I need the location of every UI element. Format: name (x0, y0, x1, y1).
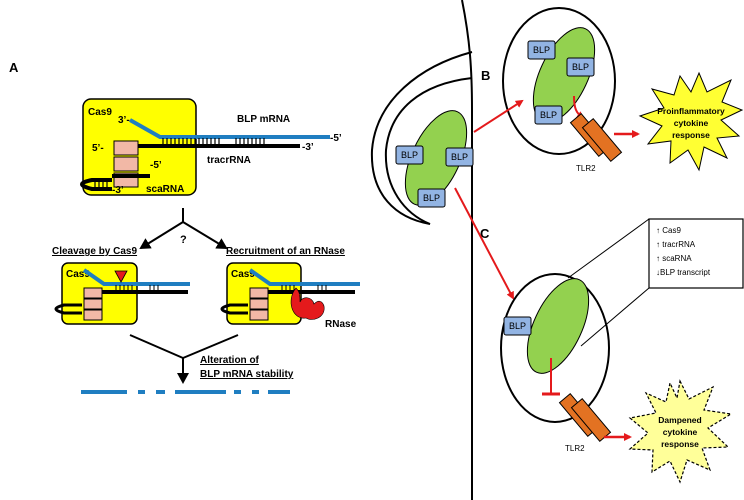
branch-right-arrow (182, 221, 228, 250)
callout-blp-transcript: ↓BLP transcript (656, 268, 711, 277)
blp-box-left-3: BLP (417, 188, 446, 208)
host-membrane (461, 0, 473, 500)
blp-mrna-strand (129, 118, 330, 139)
scarna-label: scaRNA (146, 184, 184, 195)
proinflammatory-line3: response (672, 130, 710, 140)
callout-line-top (567, 218, 650, 279)
rnase-enzyme (290, 287, 325, 320)
blp-box-b-1: BLP (527, 40, 556, 60)
panel-label-b: B (481, 68, 490, 83)
dampened-line1: Dampened (658, 415, 701, 425)
mrna-five-prime-end: -5’ (330, 133, 342, 144)
dampened-burst (628, 379, 733, 484)
proinflammatory-burst (638, 71, 744, 172)
blp-label-left-1: BLP (401, 150, 418, 160)
tracrrna-label: tracrRNA (207, 155, 251, 166)
rnase-mrna (248, 268, 360, 286)
branch-left-arrow (139, 221, 184, 250)
phagocytic-cup (370, 51, 473, 225)
mrna-tracr-pairing (162, 138, 265, 145)
question-mark: ? (180, 234, 187, 246)
callout-box (648, 218, 744, 289)
cleavage-label: Cleavage by Cas9 (52, 246, 137, 257)
rnase-domain-3 (249, 309, 269, 321)
rnase-domain-2 (249, 298, 269, 310)
cleavage-domain-1 (83, 287, 103, 299)
rnase-label: RNase (325, 319, 357, 330)
scarna-pairing (94, 181, 108, 188)
rnase-hairpin (220, 303, 248, 315)
blp-box-left-1: BLP (395, 145, 424, 165)
recruitment-label: Recruitment of an RNase (226, 246, 345, 257)
protein-domain-2 (113, 156, 139, 172)
cleavage-domain-3 (83, 309, 103, 321)
tlr2-label-c: TLR2 (565, 444, 585, 453)
callout-line-bottom (580, 287, 650, 347)
callout-tracrrna: ↑ tracrRNA (656, 240, 696, 249)
tlr2-label-b: TLR2 (576, 164, 596, 173)
cleavage-mrna (82, 268, 190, 286)
blp-label-b-1: BLP (533, 45, 550, 55)
cleavage-hairpin (54, 303, 82, 315)
blp-label-c-1: BLP (509, 321, 526, 331)
dampened-line3: response (661, 439, 699, 449)
tracr-three-end: -3’ (302, 142, 314, 153)
cleavage-site-marker (114, 270, 128, 283)
five-prime-label: 5’- (92, 143, 104, 154)
alteration-line1: Alteration of (200, 355, 260, 366)
callout-scarna: ↑ scaRNA (656, 254, 692, 263)
arrow-to-c (454, 187, 514, 300)
bacterium-c (526, 278, 590, 374)
blp-box-left-2: BLP (445, 147, 474, 167)
cleavage-cas9-label: Cas9 (66, 269, 90, 280)
callout-cas9: ↑ Cas9 (656, 226, 681, 235)
arrow-to-b (473, 99, 524, 133)
rnase-pairing (281, 285, 327, 291)
panel-label-c: C (480, 226, 490, 241)
sca-five-end: -5’ (150, 160, 162, 171)
cleavage-pairing (115, 285, 159, 291)
rnase-cas9-label: Cas9 (231, 269, 255, 280)
cas9-label: Cas9 (88, 107, 112, 118)
scarna-strand (80, 178, 112, 191)
cleavage-domain-2 (83, 298, 103, 310)
proinflammatory-line2: cytokine (674, 118, 709, 128)
blp-box-b-2: BLP (566, 57, 595, 77)
protein-domain-1 (113, 140, 139, 156)
merge-right-line (182, 334, 239, 359)
alteration-line2: BLP mRNA stability (200, 369, 294, 380)
three-prime-label: 3’- (118, 115, 130, 126)
panel-label-a: A (9, 60, 19, 75)
blp-box-b-3: BLP (534, 105, 563, 125)
proinflammatory-line1: Proinflammatory (657, 106, 725, 116)
tlr2-receptor-b (569, 112, 623, 163)
blp-label-b-2: BLP (572, 62, 589, 72)
tlr2-receptor-c (558, 392, 612, 443)
dampened-line2: cytokine (663, 427, 698, 437)
blp-label-left-3: BLP (423, 193, 440, 203)
rnase-domain-1 (249, 287, 269, 299)
blp-mrna-label: BLP mRNA (237, 114, 290, 125)
merge-left-line (129, 334, 184, 359)
sca-three-start: -3’ (112, 185, 124, 196)
blp-label-b-3: BLP (540, 110, 557, 120)
blp-label-left-2: BLP (451, 152, 468, 162)
blp-box-c-1: BLP (503, 316, 532, 336)
